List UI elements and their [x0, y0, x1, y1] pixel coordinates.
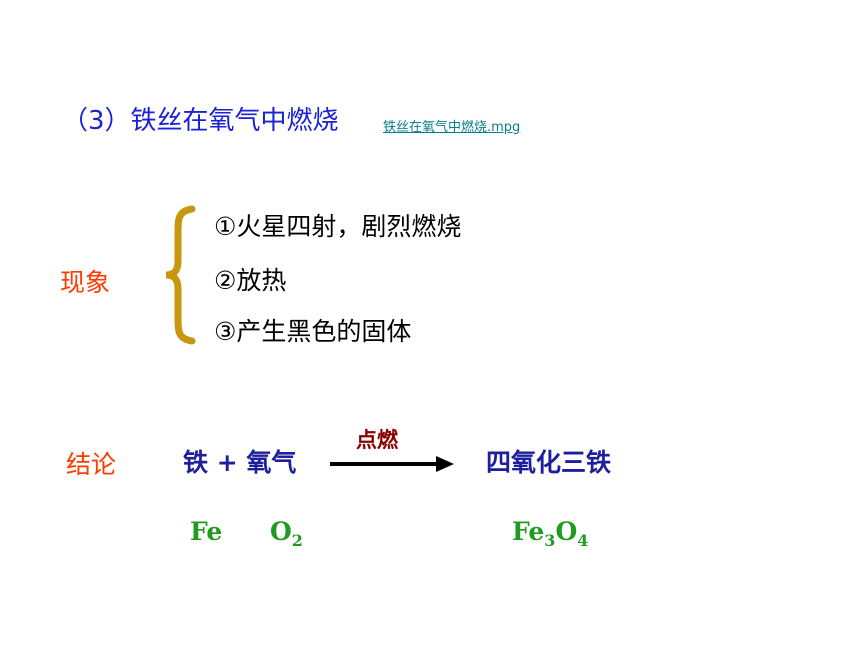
- formula-fe: Fe: [190, 517, 223, 546]
- observation-item: ③产生黑色的固体: [214, 317, 412, 346]
- reactants-text: 铁 + 氧气: [183, 448, 297, 477]
- formula-fe3o4-base1: Fe: [512, 517, 545, 546]
- formula-fe3o4: Fe3O4: [512, 517, 588, 550]
- slide-title: （3）铁丝在氧气中燃烧: [62, 106, 339, 136]
- formula-fe3o4-sub2: 4: [577, 531, 589, 550]
- product-text: 四氧化三铁: [486, 448, 612, 477]
- formula-o2-sub: 2: [291, 531, 303, 550]
- formula-o2-base: O: [270, 517, 292, 546]
- video-link[interactable]: 铁丝在氧气中燃烧.mpg: [383, 120, 521, 135]
- conclusion-label: 结论: [66, 450, 117, 479]
- observation-item: ①火星四射，剧烈燃烧: [214, 212, 462, 241]
- phenomenon-label: 现象: [60, 268, 111, 297]
- reaction-condition: 点燃: [356, 428, 398, 452]
- formula-o2: O2: [270, 517, 303, 550]
- observation-item: ②放热: [214, 266, 287, 295]
- curly-brace-icon: [165, 205, 196, 345]
- formula-fe3o4-sub1: 3: [544, 531, 556, 550]
- reaction-arrow-icon: [330, 456, 454, 472]
- formula-fe3o4-base2: O: [555, 517, 578, 546]
